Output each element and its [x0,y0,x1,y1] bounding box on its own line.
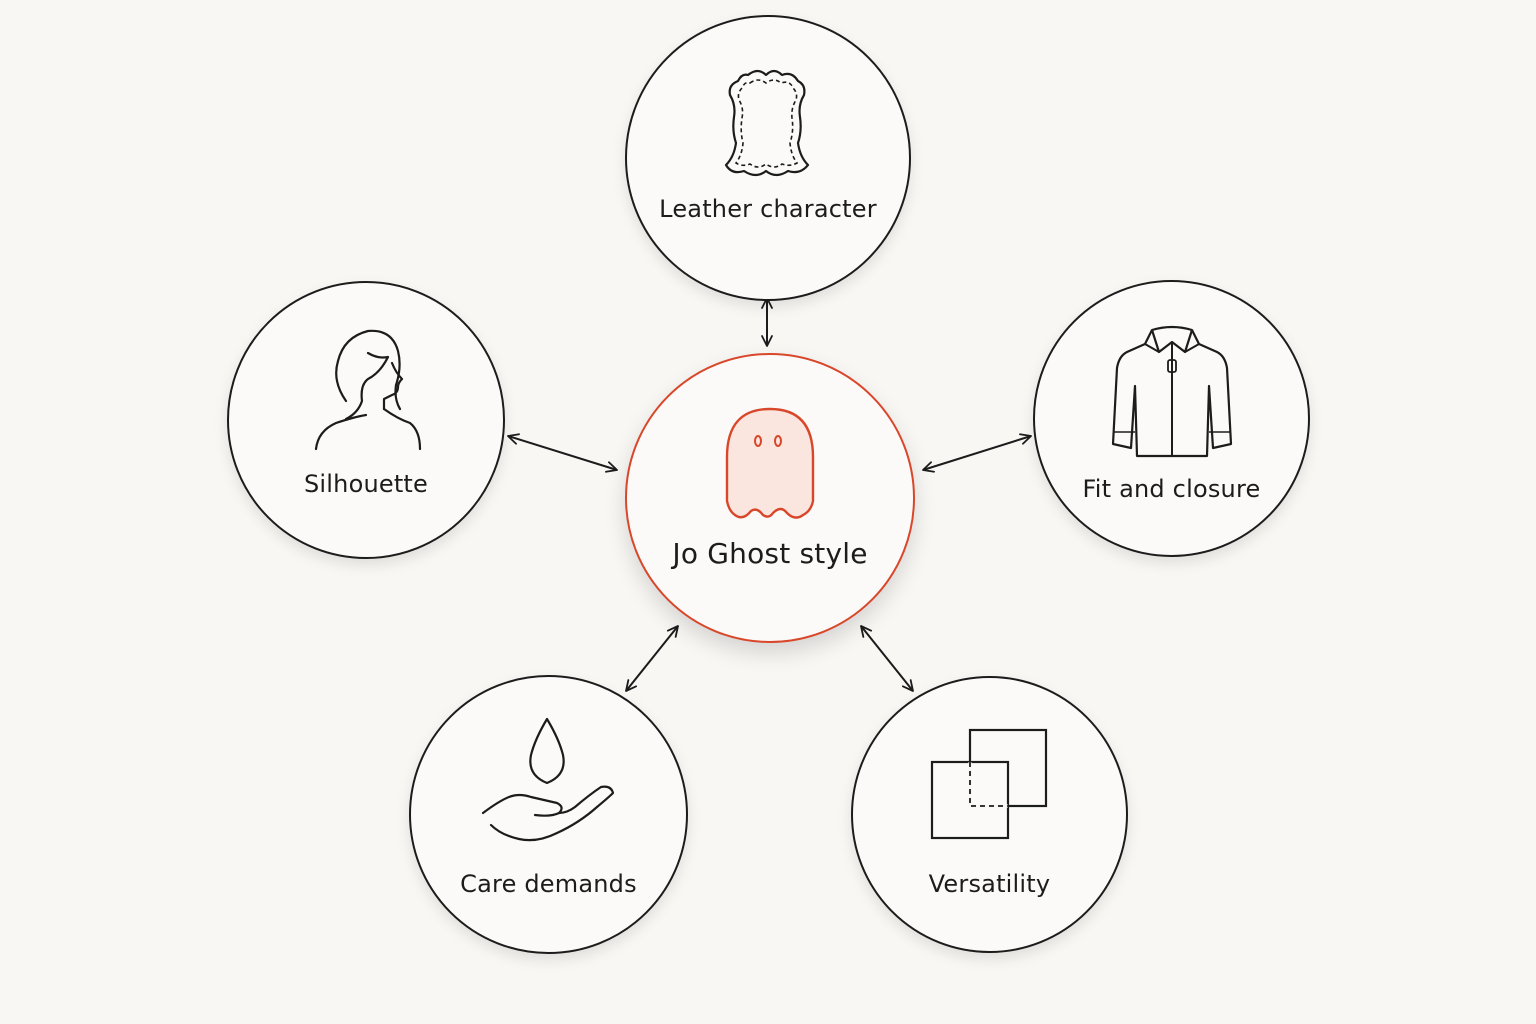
node-label: Silhouette [303,470,429,498]
node-label: Fit and closure [1082,475,1261,503]
leather-hide-icon [724,69,810,177]
node-leather-character: Leather character [625,15,911,301]
node-label: Versatility [928,870,1051,898]
node-label: Care demands [460,870,637,898]
ghost-icon [725,407,815,519]
node-jo-ghost-style: Jo Ghost style [625,353,915,643]
hand-water-drop-icon [481,717,614,842]
center-label: Jo Ghost style [672,537,868,570]
woman-profile-icon [314,329,422,451]
node-care-demands: Care demands [409,675,688,954]
connector-center-fit [922,433,1032,473]
connector-center-versatility [860,625,914,692]
node-label: Leather character [659,195,877,223]
node-fit-and-closure: Fit and closure [1033,280,1310,557]
zip-jacket-icon [1111,325,1232,458]
node-silhouette: Silhouette [227,281,505,559]
connector-center-care [625,625,679,692]
node-versatility: Versatility [851,676,1128,953]
overlapping-squares-icon [930,728,1047,840]
connector-center-silhouette [507,433,618,473]
